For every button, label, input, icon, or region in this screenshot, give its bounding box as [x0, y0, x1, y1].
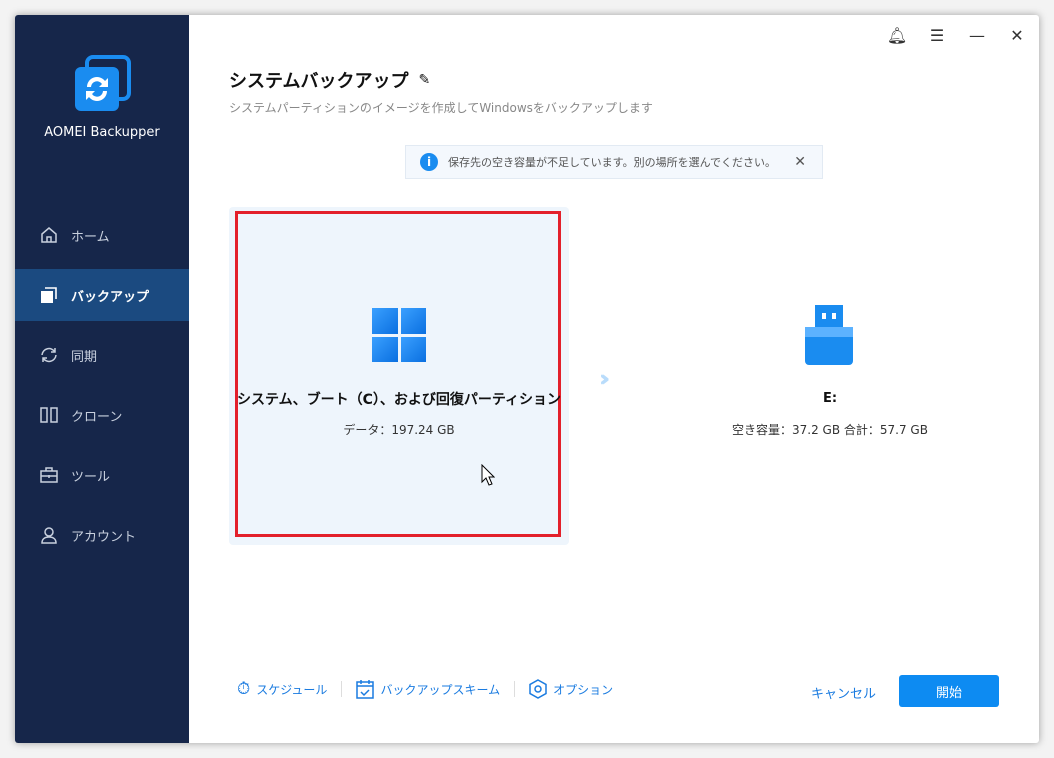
close-banner-icon[interactable]: ✕	[794, 154, 806, 170]
mouse-cursor-icon	[481, 464, 495, 486]
warning-banner: i 保存先の空き容量が不足しています。別の場所を選んでください。 ✕	[405, 145, 823, 179]
sidebar-item-home[interactable]: ホーム	[15, 209, 189, 261]
backup-icon	[41, 287, 57, 303]
sidebar-item-label: バックアップ	[71, 289, 150, 305]
toolbox-icon	[40, 467, 58, 483]
sidebar-item-tools[interactable]: ツール	[15, 449, 189, 501]
schedule-button[interactable]: ⏱︎ スケジュール	[237, 679, 327, 699]
app-logo-icon	[75, 55, 131, 111]
warning-text: 保存先の空き容量が不足しています。別の場所を選んでください。	[448, 156, 777, 169]
minimize-icon[interactable]: —	[969, 25, 985, 45]
windows-icon	[372, 308, 426, 362]
info-icon: i	[420, 153, 438, 171]
source-selection[interactable]	[235, 211, 561, 537]
options-label: オプション	[553, 682, 614, 697]
sidebar-item-label: アカウント	[71, 529, 137, 545]
source-name: システム、ブート（C）、および回復パーティション	[236, 392, 561, 408]
sidebar-item-label: ホーム	[71, 229, 110, 245]
sidebar-item-clone[interactable]: クローン	[15, 389, 189, 441]
sidebar-item-label: 同期	[71, 349, 98, 365]
home-icon	[41, 227, 57, 243]
user-icon	[41, 527, 57, 544]
start-button[interactable]: 開始	[899, 675, 999, 707]
page-title-text: システムバックアップ	[229, 71, 409, 92]
options-button[interactable]: オプション	[529, 679, 613, 699]
sidebar: AOMEI Backupper ホーム バックアップ 同期 クローン ツール ア…	[15, 15, 189, 743]
sidebar-item-backup[interactable]: バックアップ	[15, 269, 189, 321]
destination-name: E:	[822, 391, 838, 406]
app-window: AOMEI Backupper ホーム バックアップ 同期 クローン ツール ア…	[15, 15, 1039, 743]
sidebar-item-account[interactable]: アカウント	[15, 509, 189, 561]
edit-icon[interactable]: ✎	[418, 72, 431, 88]
settings-icon	[529, 679, 547, 699]
backup-scheme-label: バックアップスキーム	[380, 682, 501, 697]
app-name: AOMEI Backupper	[44, 125, 160, 140]
schedule-label: スケジュール	[256, 682, 328, 697]
calendar-check-icon	[356, 680, 375, 699]
destination-capacity: 空き容量：37.2 GB 合計：57.7 GB	[732, 423, 928, 437]
sidebar-item-label: ツール	[71, 469, 111, 485]
clone-icon	[40, 407, 58, 423]
arrow-right-icon: ›››	[599, 367, 611, 392]
sidebar-item-label: クローン	[71, 409, 123, 425]
cancel-button[interactable]: キャンセル	[811, 687, 877, 702]
source-panel	[229, 207, 569, 545]
menu-icon[interactable]: ☰	[929, 25, 945, 45]
sidebar-item-sync[interactable]: 同期	[15, 329, 189, 381]
backup-scheme-button[interactable]: バックアップスキーム	[356, 679, 500, 699]
bell-icon[interactable]: 🔔︎	[886, 25, 908, 45]
source-data-size: データ：197.24 GB	[343, 423, 455, 437]
stopwatch-icon: ⏱︎	[237, 679, 251, 699]
page-subtitle: システムパーティションのイメージを作成してWindowsをバックアップします	[229, 101, 653, 115]
page-title: システムバックアップ ✎	[229, 67, 430, 93]
sync-icon	[41, 347, 57, 363]
close-icon[interactable]: ✕	[1010, 25, 1024, 45]
usb-drive-icon[interactable]	[805, 305, 853, 365]
divider	[341, 681, 343, 697]
divider	[514, 681, 516, 697]
